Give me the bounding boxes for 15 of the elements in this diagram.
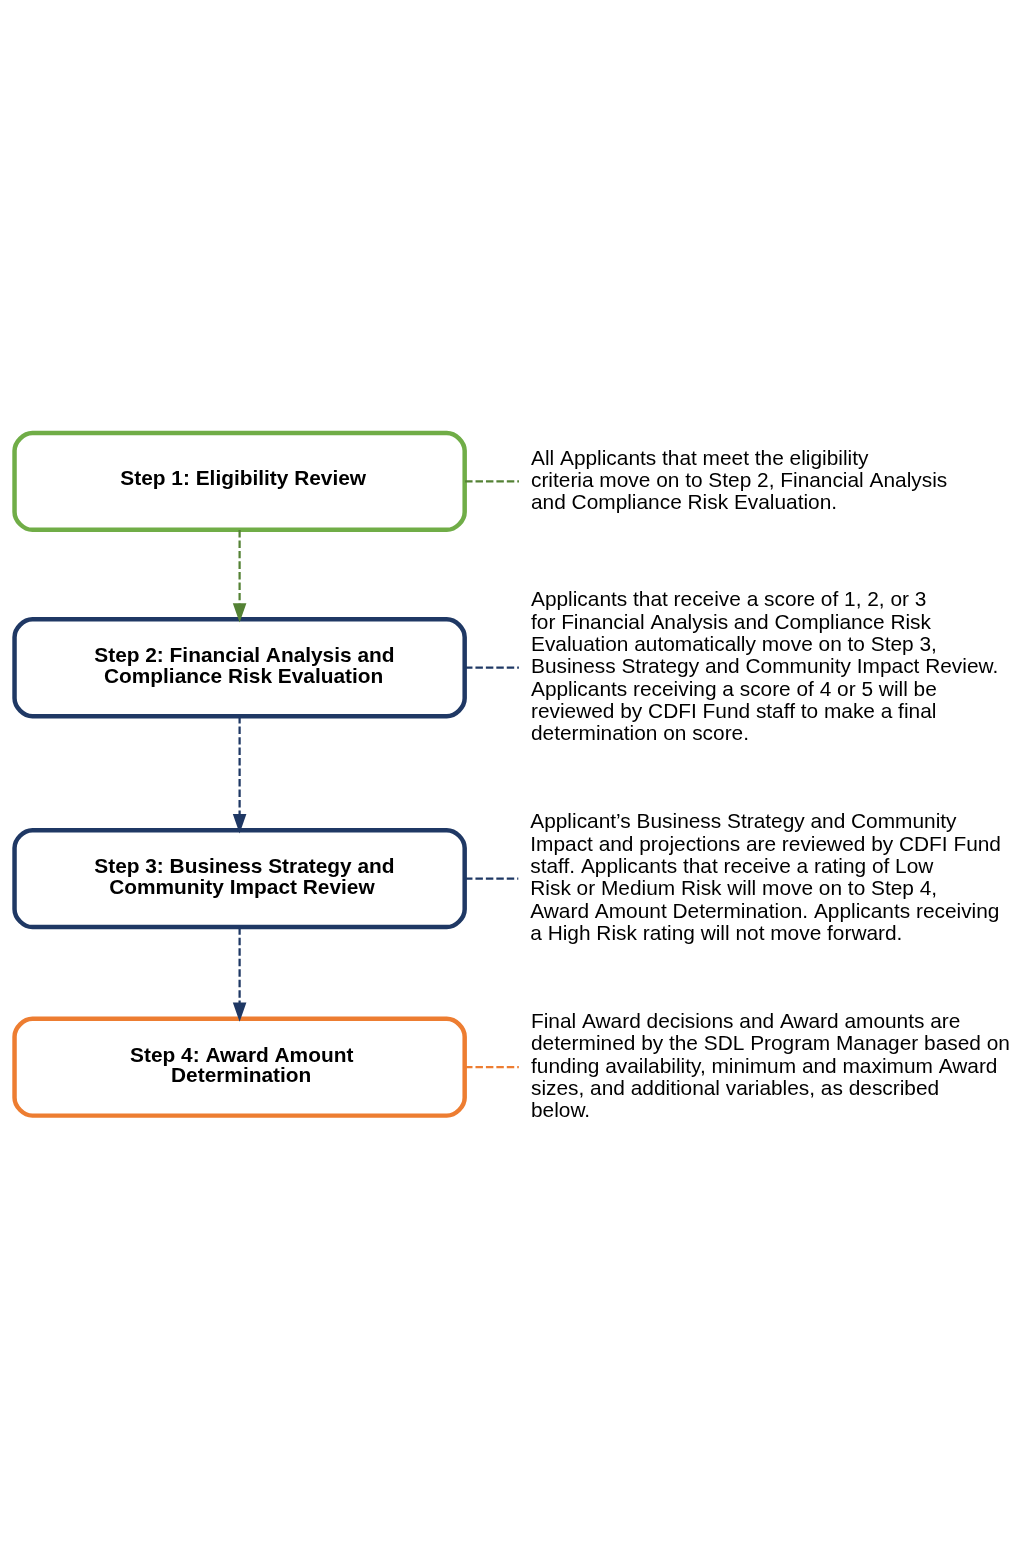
node-box: Step 2: Financial Analysis and Compliance Risk Evaluation (12, 617, 467, 719)
node-box: Step 4: Award Amount Determination (12, 1016, 467, 1118)
node-text: Applicant’s Business Strategy and Community Impact and projections are reviewed by CDFI Fund staff. Applicants that receive a rating of Low Risk or Medium Risk will move on to Step 4, Award Amount Determination. Applicants receiving a High Risk rating will not move forward. (530, 809, 1001, 945)
connector (465, 877, 519, 880)
node-box: Step 3: Business Strategy and Community Impact Review (12, 827, 467, 930)
node-text: Applicants that receive a score of 1, 2, or 3 for Financial Analysis and Compliance Risk Evaluation automatically move on to Step 3, Business Strategy and Community Impact Review. Applicants receiving a score of 4 or 5 will be reviewed by CDFI Fund staff to make a final determination on score. (531, 587, 999, 745)
node-text: Final Award decisions and Award amounts are determined by the SDL Program Manager based on funding availability, minimum and maximum Award sizes, and additional variables, as described below. (531, 1008, 1010, 1122)
arrow (232, 927, 247, 1022)
connector (465, 666, 519, 669)
connector (465, 480, 519, 483)
node-box: Step 1: Eligibility Review (12, 430, 467, 533)
arrow (232, 716, 247, 834)
arrow (232, 530, 247, 623)
node-text: All Applicants that meet the eligibility criteria move on to Step 2, Financial Analysis and Compliance Risk Evaluation. (531, 445, 948, 514)
connector (465, 1066, 519, 1069)
